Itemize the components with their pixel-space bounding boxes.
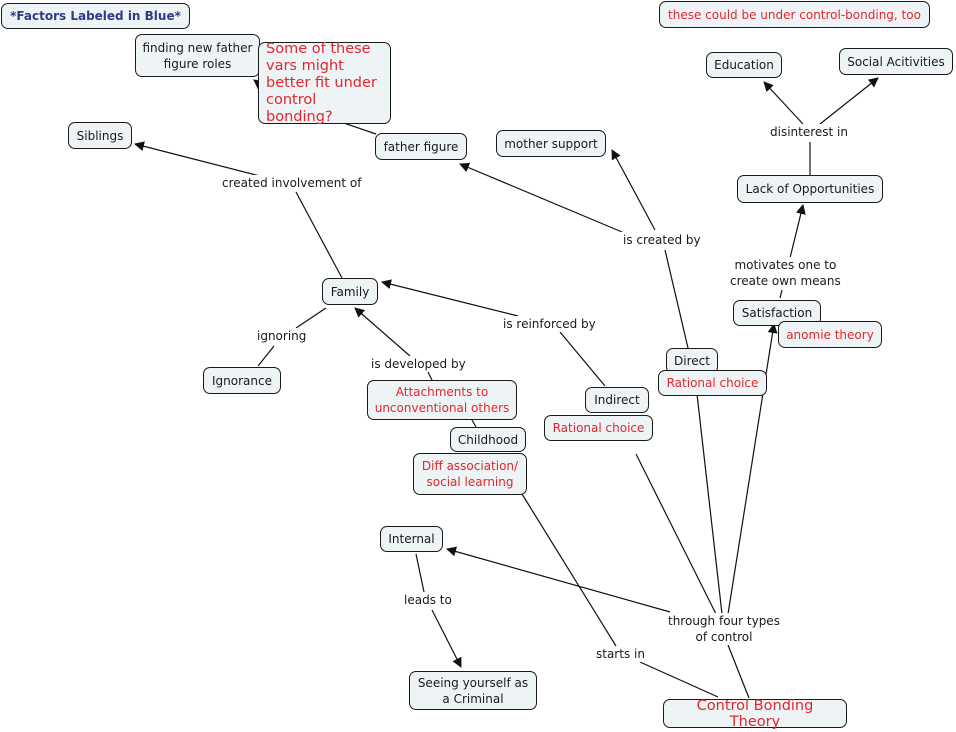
node-internal[interactable]: Internal (380, 526, 443, 552)
edge-through-internal (446, 546, 671, 613)
edge-disinterest-education (763, 81, 804, 125)
node-control-bonding-theory[interactable]: Control Bonding Theory (663, 698, 847, 730)
node-lack-of-opportunities[interactable]: Lack of Opportunities (737, 175, 883, 203)
edge-created-mother (611, 149, 656, 231)
link-label-starts-in: starts in (594, 646, 647, 662)
node-anomie-theory[interactable]: anomie theory (778, 321, 882, 348)
edge-through-direct (696, 393, 723, 615)
edge-internal-leads (415, 553, 425, 593)
node-finding-new-father-figure-roles[interactable]: finding new father figure roles (135, 34, 260, 77)
legend-factors-labeled-blue: *Factors Labeled in Blue* (1, 3, 190, 29)
edge-ignoring-ignorance (257, 345, 275, 367)
link-label-is-developed-by: is developed by (369, 356, 468, 372)
edge-starts-diff (521, 493, 617, 647)
node-diff-association-social-learning[interactable]: Diff association/ social learning (413, 453, 527, 495)
link-label-created-involvement: created involvement of (220, 175, 364, 191)
edge-created-father (459, 162, 623, 233)
edge-leads-seeing (431, 609, 462, 668)
node-ignorance[interactable]: Ignorance (203, 367, 281, 394)
edge-created-siblings (134, 141, 261, 177)
node-attachments-unconventional-others[interactable]: Attachments to unconventional others (367, 380, 517, 420)
node-social-activities[interactable]: Social Acitivities (839, 48, 953, 75)
node-siblings[interactable]: Siblings (68, 122, 132, 149)
edge-indirect-reinforced (559, 331, 606, 387)
node-rational-choice-indirect[interactable]: Rational choice (544, 415, 653, 441)
node-indirect[interactable]: Indirect (585, 387, 649, 413)
edge-cbt-through (727, 644, 750, 699)
link-label-is-reinforced-by: is reinforced by (501, 316, 598, 332)
note-some-vars-control-bonding[interactable]: Some of these vars might better fit unde… (258, 41, 391, 125)
edge-through-indirect (635, 453, 717, 615)
node-mother-support[interactable]: mother support (496, 130, 606, 157)
edge-through-satisfaction (727, 323, 778, 615)
edge-developed-family (354, 307, 411, 357)
edge-motivates-lack (789, 204, 806, 259)
edge-attach-childhood (471, 419, 477, 428)
edge-direct-created (664, 249, 689, 349)
node-rational-choice-direct[interactable]: Rational choice (658, 370, 767, 396)
link-label-motivates: motivates one to create own means (728, 257, 843, 289)
edge-satisfaction-motivates (779, 289, 783, 299)
node-father-figure[interactable]: father figure (375, 133, 467, 160)
link-label-through-four-types: through four types of control (666, 613, 782, 645)
link-label-leads-to: leads to (402, 592, 454, 608)
edge-family-created (295, 191, 343, 279)
note-these-could-be-control-bonding[interactable]: these could be under control-bonding, to… (659, 1, 930, 28)
edge-disinterest-social (819, 77, 879, 125)
edge-reinforced-family (381, 279, 519, 317)
node-satisfaction[interactable]: Satisfaction (733, 300, 821, 326)
edge-family-ignoring (295, 307, 327, 329)
link-label-ignoring: ignoring (255, 328, 309, 344)
node-education[interactable]: Education (706, 52, 782, 78)
node-family[interactable]: Family (322, 278, 378, 305)
edge-cbt-starts (639, 661, 719, 698)
node-seeing-yourself-as-criminal[interactable]: Seeing yourself as a Criminal (409, 671, 537, 710)
link-label-is-created-by: is created by (621, 232, 703, 248)
edge-attach-developed (427, 371, 433, 381)
link-label-disinterest-in: disinterest in (768, 124, 850, 140)
node-childhood[interactable]: Childhood (450, 427, 526, 452)
